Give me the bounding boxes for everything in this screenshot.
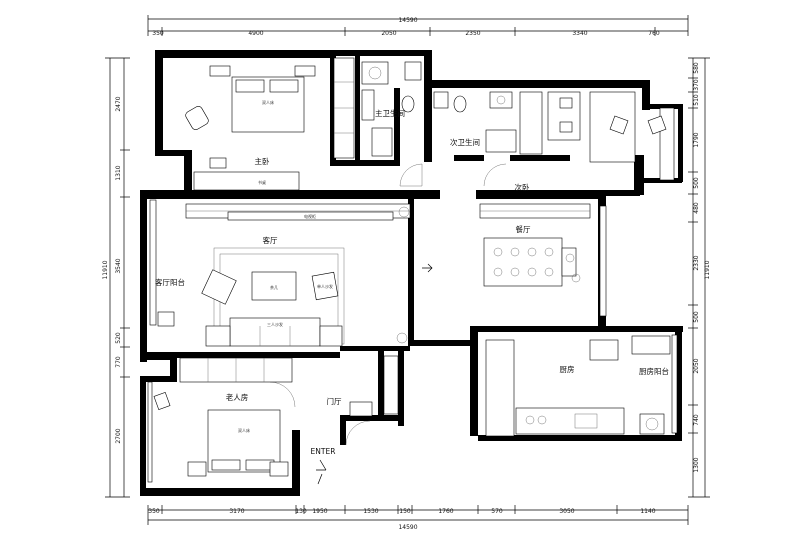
- plant-icon: [398, 206, 410, 218]
- right-dimension-line: 580 370 510 1790 500 480 2330 500 2050 7…: [688, 57, 711, 498]
- side-table-right: [319, 325, 343, 347]
- right-dim-1: 580: [693, 62, 700, 74]
- top-dim-2: 4900: [248, 30, 263, 37]
- left-dimension-line: 2470 1310 3540 520 770 2700 11910: [102, 57, 130, 498]
- second-bath-label: 次卫生间: [450, 137, 480, 147]
- top-dim-6: 760: [648, 30, 660, 37]
- foyer-label: 门厅: [327, 397, 342, 406]
- foyer-bench: [349, 401, 373, 417]
- bottom-dimension-line: 350 3170 130 1950 1530 150 1760 570 3050…: [147, 505, 689, 531]
- walls: [140, 50, 683, 496]
- top-total-dim: 14590: [398, 17, 417, 24]
- sofa-label: 三人沙发: [267, 321, 283, 327]
- master-bath-label: 主卫生间: [375, 108, 405, 118]
- bottom-dim-4: 1950: [312, 508, 327, 515]
- master-bedroom-label: 主卧: [255, 156, 270, 166]
- elderly-nightstand-left: [187, 461, 207, 477]
- tea-table: 茶几: [251, 271, 297, 301]
- enter-marker: ENTER: [311, 447, 336, 485]
- balcony-cabinet: [157, 311, 175, 327]
- bottom-dim-6: 150: [399, 508, 411, 515]
- kitchen-balcony-cabinet: [631, 335, 671, 355]
- bottom-dim-2: 3170: [229, 508, 244, 515]
- left-dim-5: 770: [115, 356, 122, 368]
- living-tv-cabinet: 电视柜: [227, 211, 394, 221]
- kitchen-balcony-label: 厨房阳台: [639, 366, 669, 376]
- master-bed: 双人床: [231, 76, 305, 133]
- dining-table: [483, 237, 581, 287]
- right-dim-4: 1790: [693, 132, 700, 147]
- bottom-dim-5: 1530: [363, 508, 378, 515]
- right-dim-11: 1300: [693, 457, 700, 472]
- left-dim-1: 2470: [115, 96, 122, 111]
- master-nightstand-right: [294, 65, 316, 77]
- top-dim-1: 350: [152, 30, 164, 37]
- dining-room-label: 餐厅: [516, 225, 531, 234]
- top-dim-5: 3340: [572, 30, 587, 37]
- master-armchair: [185, 106, 209, 130]
- kitchen-counter: [485, 339, 625, 437]
- bottom-dim-3: 130: [295, 508, 307, 515]
- single-sofa-label: 单人沙发: [317, 283, 333, 289]
- kitchen-label: 厨房: [560, 364, 575, 374]
- master-desk-label: 书桌: [258, 179, 266, 185]
- elderly-room-label: 老人房: [226, 392, 249, 402]
- armchair-right: 单人沙发: [311, 271, 339, 301]
- tea-table-label: 茶几: [270, 284, 278, 290]
- master-bath-fixtures: [361, 61, 422, 157]
- doors: [269, 163, 507, 446]
- right-dim-5: 500: [693, 177, 700, 189]
- bottom-dim-7: 1760: [438, 508, 453, 515]
- bottom-dim-8: 570: [491, 508, 503, 515]
- living-room-label: 客厅: [263, 235, 278, 245]
- side-table-left: [205, 325, 231, 347]
- enter-label: ENTER: [311, 447, 336, 456]
- washer: [639, 413, 665, 435]
- bottom-dim-9: 3050: [559, 508, 574, 515]
- master-bed-label: 双人床: [262, 99, 274, 105]
- master-nightstand-left: [209, 65, 231, 77]
- second-bedroom-label: 次卧: [515, 182, 530, 192]
- second-bath-fixtures: [433, 91, 517, 153]
- right-dim-8: 500: [693, 311, 700, 323]
- right-dim-3: 510: [693, 94, 700, 106]
- kitchen-fridge: [589, 339, 619, 361]
- bottom-total-dim: 14590: [398, 524, 417, 531]
- right-dim-2: 370: [693, 79, 700, 91]
- second-bedroom-desk: [547, 91, 581, 141]
- tv-cabinet-label: 电视柜: [304, 213, 316, 219]
- elderly-nightstand-right: [269, 461, 289, 477]
- left-dim-3: 3540: [115, 258, 122, 273]
- left-dim-6: 2700: [115, 428, 122, 443]
- right-dim-9: 2050: [693, 358, 700, 373]
- right-total-dim: 11910: [704, 260, 711, 279]
- elderly-chairs: [153, 391, 171, 411]
- sofa: 三人沙发: [229, 317, 321, 347]
- bottom-dim-1: 350: [148, 508, 160, 515]
- bottom-dim-10: 1140: [640, 508, 655, 515]
- master-desk: 书桌: [193, 157, 300, 191]
- living-balcony-label: 客厅阳台: [155, 277, 185, 287]
- right-dim-7: 2330: [693, 255, 700, 270]
- left-dim-4: 520: [115, 332, 122, 344]
- top-dim-4: 2350: [465, 30, 480, 37]
- left-dim-2: 1310: [115, 165, 122, 180]
- left-total-dim: 11910: [102, 260, 109, 279]
- top-dim-3: 2050: [381, 30, 396, 37]
- second-bath-cabinet: [519, 91, 543, 155]
- arrow-icon: [422, 263, 433, 273]
- second-bedroom-chairs: [609, 115, 667, 135]
- elderly-bed-label: 双人床: [238, 427, 250, 433]
- plant-icon: [396, 332, 408, 344]
- elderly-bed: 双人床: [207, 409, 281, 473]
- right-dim-10: 740: [693, 414, 700, 426]
- shoe-cabinet: [383, 355, 399, 415]
- right-dim-6: 480: [693, 202, 700, 214]
- top-dimension-line: 14590 350 4900 2050 2350 3340 760: [147, 15, 689, 37]
- armchair-left: [201, 269, 237, 305]
